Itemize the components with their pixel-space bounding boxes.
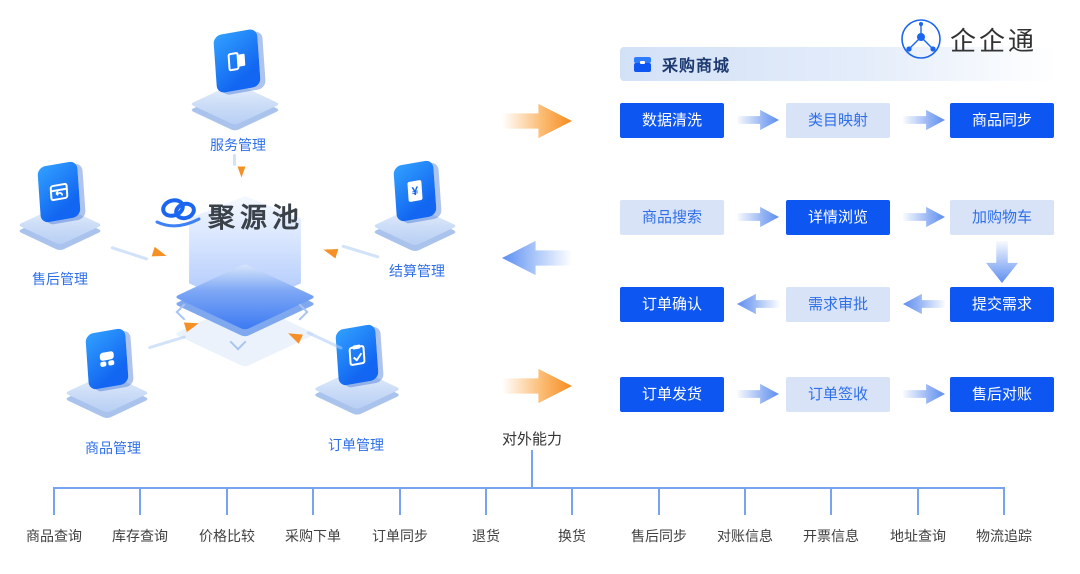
flow-arrow-right-icon [903,109,945,131]
aftersales-icon [49,182,69,202]
capability-item: 售后同步 [631,528,687,544]
settlement-icon: ¥ [407,180,423,202]
flow-arrow-left-icon [903,293,945,315]
module-label-service: 服务管理 [210,137,266,153]
connector-settlement-to-hub-icon [320,231,390,274]
transfer-arrow-left-icon [502,240,572,276]
capability-item: 换货 [558,528,586,544]
capability-tick [485,487,487,515]
capability-tick [312,487,314,515]
module-label-settlement: 结算管理 [389,263,445,279]
capability-tick [744,487,746,515]
brand-name: 企企通 [950,25,1038,56]
connector-product-to-hub-icon [136,317,206,360]
capability-tick [830,487,832,515]
connector-order-to-hub-icon [284,315,354,366]
module-label-product: 商品管理 [85,440,141,456]
flow-arrow-right-icon [737,206,779,228]
flow-step: 需求审批 [786,287,890,322]
capability-tick [226,487,228,515]
capability-tick [1003,487,1005,515]
capability-tick [571,487,573,515]
service-icon [227,52,246,72]
product-icon [99,351,115,367]
flow-step: 加购物车 [950,200,1054,235]
flow-step: 售后对账 [950,377,1054,412]
capability-item: 地址查询 [890,528,946,544]
capability-item: 对账信息 [717,528,773,544]
capability-item: 物流追踪 [976,528,1032,544]
flow-arrow-right-icon [903,206,945,228]
external-capability-label: 对外能力 [501,431,562,448]
module-tile-service [213,28,261,94]
capability-item: 订单同步 [372,528,428,544]
qiqitong-logo-icon [901,19,941,59]
flow-arrow-right-icon [737,109,779,131]
flow-step: 类目映射 [786,103,890,138]
connector-service-to-hub-icon [227,150,248,180]
capability-tick [917,487,919,515]
mall-header: 采购商城 [620,47,1057,81]
capability-tick [53,487,55,515]
capability-item: 采购下单 [285,528,341,544]
capability-item: 价格比较 [199,528,255,544]
module-label-order: 订单管理 [328,437,384,453]
flow-arrow-down-icon [986,241,1018,283]
flow-step: 提交需求 [950,287,1054,322]
capability-tick [658,487,660,515]
mall-box-icon [634,57,651,72]
flow-step: 商品搜索 [620,200,724,235]
transfer-arrow-right-bottom-icon [502,368,572,404]
brand-logo: 企企通 [900,18,1037,60]
capability-stem-line [531,450,533,488]
svg-text:¥: ¥ [411,183,419,198]
flow-arrow-right-icon [737,383,779,405]
module-tile-settlement: ¥ [393,159,437,223]
flow-step: 商品同步 [950,103,1054,138]
capability-item: 开票信息 [803,528,859,544]
flow-arrow-left-icon [737,293,779,315]
capability-item: 商品查询 [26,528,82,544]
module-tile-product [85,327,129,391]
capability-tick [139,487,141,515]
module-label-aftersales: 售后管理 [32,271,88,287]
capability-item: 库存查询 [112,528,168,544]
connector-aftersales-to-hub-icon [100,230,170,274]
juyuanchi-logo-icon [152,194,204,235]
flow-step: 订单签收 [786,377,890,412]
flow-step: 订单确认 [620,287,724,322]
mall-title: 采购商城 [662,58,731,75]
flow-step: 数据清洗 [620,103,724,138]
capability-horizontal-line [53,487,1003,489]
module-tile-aftersales [37,160,81,224]
order-icon [348,344,366,366]
flow-arrow-right-icon [903,383,945,405]
module-tile-order [335,323,379,387]
flow-step: 订单发货 [620,377,724,412]
hub-title: 聚源池 [208,203,304,233]
capability-item: 退货 [472,528,500,544]
transfer-arrow-right-top-icon [502,103,572,139]
capability-tick [399,487,401,515]
flow-step: 详情浏览 [786,200,890,235]
